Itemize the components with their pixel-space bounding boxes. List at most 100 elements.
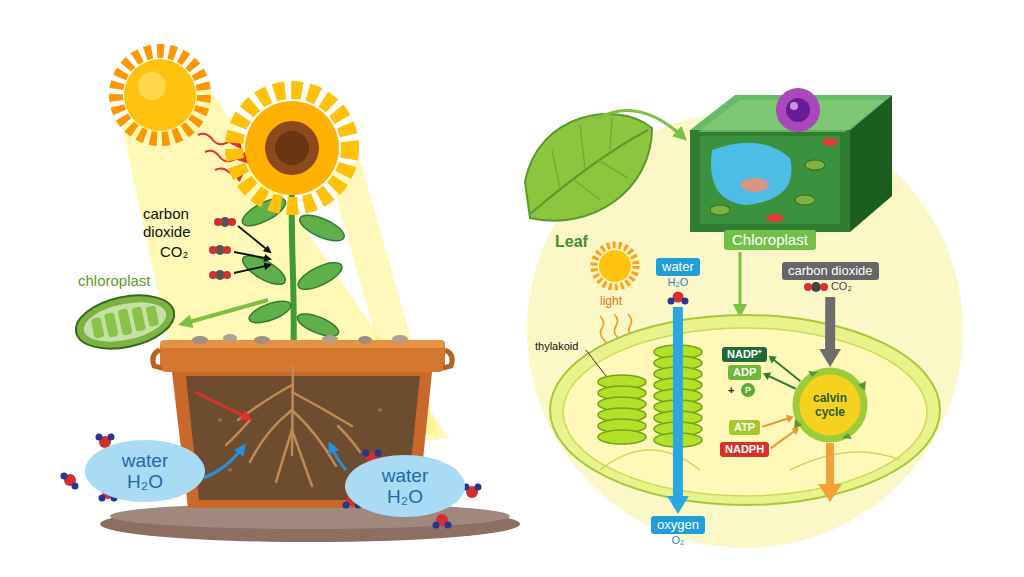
co2-molecules bbox=[214, 218, 222, 226]
water-arrows bbox=[204, 444, 346, 478]
water-ellipse: waterH₂O bbox=[85, 440, 205, 502]
part-label: Leaf bbox=[555, 233, 588, 251]
label-box: waterH₂O bbox=[656, 258, 700, 305]
flower-pot bbox=[392, 335, 408, 343]
molecule bbox=[804, 282, 828, 292]
arrow-head bbox=[667, 496, 689, 514]
flower-pot bbox=[153, 350, 162, 368]
plant-stem bbox=[247, 297, 294, 327]
connector-line bbox=[762, 418, 788, 426]
chloroplast-picture bbox=[80, 296, 170, 349]
chloroplast-picture bbox=[131, 306, 146, 332]
calvin-cycle-ring bbox=[796, 371, 864, 439]
sunflower bbox=[245, 101, 339, 195]
node-text: calvin cycle bbox=[805, 391, 855, 419]
plant-cell bbox=[741, 178, 769, 192]
label-box: Chloroplast bbox=[724, 230, 816, 250]
connector-line bbox=[825, 297, 835, 350]
co2-arrows bbox=[234, 265, 270, 273]
flower-pot bbox=[322, 335, 338, 343]
arrow-head bbox=[769, 356, 777, 364]
plant-cell bbox=[795, 195, 815, 205]
arrow-head bbox=[763, 373, 771, 381]
molecule bbox=[804, 283, 812, 291]
flower-pot bbox=[358, 336, 372, 344]
flower-pot bbox=[443, 350, 452, 368]
plant-cell bbox=[690, 88, 892, 232]
water-molecules bbox=[475, 484, 482, 491]
node-text: water bbox=[382, 465, 428, 486]
connector-line bbox=[773, 360, 800, 382]
plant-cell bbox=[822, 138, 838, 146]
roots bbox=[338, 426, 360, 452]
node-text: ATP bbox=[729, 420, 760, 435]
flow-arrow bbox=[819, 297, 841, 367]
co2-molecules bbox=[209, 271, 217, 279]
co2-arrows bbox=[234, 252, 270, 259]
thylakoid-stack bbox=[598, 345, 702, 447]
leader-line bbox=[586, 350, 606, 376]
co2-molecules bbox=[223, 271, 231, 279]
node-text: CO₂ bbox=[809, 280, 852, 293]
sun bbox=[138, 72, 166, 100]
roots bbox=[292, 392, 352, 426]
flower-pot bbox=[192, 336, 208, 344]
node-text: water bbox=[122, 450, 168, 471]
sunflower bbox=[234, 90, 350, 206]
plant-cell bbox=[711, 143, 792, 205]
flower-pot bbox=[378, 408, 382, 412]
chloroplast-picture bbox=[117, 308, 132, 336]
molecule-box: NADP⁺ bbox=[722, 347, 767, 362]
sunflower bbox=[265, 121, 319, 175]
saucer bbox=[100, 503, 520, 542]
part-label: thylakoid bbox=[535, 340, 578, 353]
roots bbox=[292, 410, 336, 466]
connector-line bbox=[771, 431, 795, 448]
water-molecules bbox=[99, 495, 106, 502]
node-text: water bbox=[656, 258, 700, 276]
flower-pot bbox=[223, 334, 237, 342]
water-molecules bbox=[375, 450, 382, 457]
node-text: H₂O bbox=[668, 276, 689, 289]
plant-cell bbox=[766, 214, 784, 222]
molecule-box: NADPH bbox=[720, 442, 769, 457]
sun bbox=[124, 59, 196, 131]
plant-stem bbox=[296, 210, 347, 246]
sun bbox=[116, 51, 204, 139]
co2-arrows bbox=[238, 226, 270, 252]
co2-molecules bbox=[209, 246, 217, 254]
node-text: H₂O bbox=[387, 486, 423, 507]
label-box: oxygenO₂ bbox=[651, 516, 705, 547]
water-arrows bbox=[204, 446, 244, 478]
zoom-arrow bbox=[739, 252, 742, 314]
molecule-label: carbon dioxide bbox=[143, 205, 209, 241]
plant-cell bbox=[786, 98, 810, 122]
sunflower bbox=[275, 131, 309, 165]
arrow-head bbox=[786, 415, 794, 423]
leaf-picture bbox=[552, 118, 628, 200]
molecule-box: ADP bbox=[728, 365, 761, 380]
chloroplast-outline bbox=[550, 315, 940, 505]
flower-pot bbox=[228, 468, 232, 472]
plant-stem bbox=[294, 257, 345, 294]
sun bbox=[594, 245, 636, 287]
formula-label: CO₂ bbox=[160, 243, 188, 261]
co2-molecules bbox=[223, 246, 231, 254]
plus-sign: + bbox=[728, 383, 734, 397]
leaf-picture bbox=[530, 130, 648, 214]
chloroplast-picture bbox=[104, 312, 119, 338]
plant-cell bbox=[805, 160, 825, 170]
water-molecules bbox=[96, 434, 103, 441]
thylakoid-stack bbox=[598, 430, 646, 444]
plant-cell bbox=[790, 102, 798, 110]
zoom-arrow bbox=[182, 300, 268, 324]
sunflower bbox=[234, 90, 350, 206]
node-text: H₂O bbox=[127, 471, 163, 492]
flow-arrow bbox=[667, 307, 689, 514]
chloroplast-picture bbox=[145, 305, 159, 327]
node-text: carbon dioxide bbox=[782, 262, 879, 280]
connector-line bbox=[768, 376, 795, 389]
roots bbox=[226, 365, 360, 486]
water-arrows bbox=[330, 444, 346, 470]
roots bbox=[226, 420, 250, 445]
